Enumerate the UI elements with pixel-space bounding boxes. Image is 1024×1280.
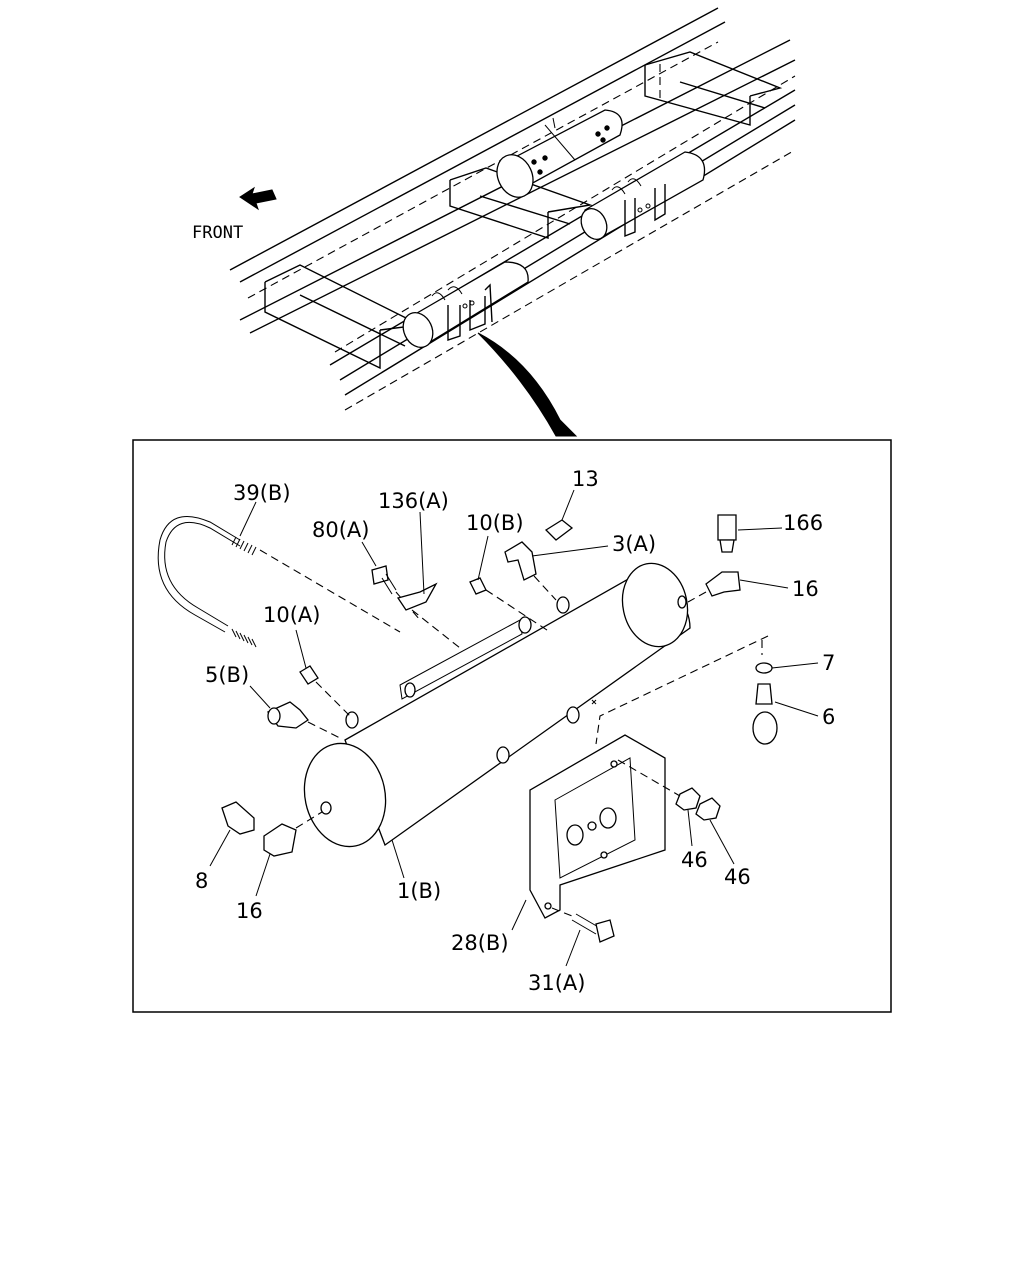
callout-6: 6 <box>822 705 835 729</box>
air-tank <box>303 562 691 848</box>
callout-8: 8 <box>195 869 208 893</box>
chassis-frame-overview <box>229 7 796 411</box>
detail-pointer <box>477 332 578 437</box>
callout-labels: 39(B) 136(A) 80(A) 10(B) 13 3(A) 166 16 … <box>195 467 835 995</box>
callout-10a: 10(A) <box>263 603 320 627</box>
callout-16-right: 16 <box>792 577 819 601</box>
fittings <box>221 514 778 943</box>
callout-3a: 3(A) <box>612 532 656 556</box>
callout-46-left: 46 <box>681 848 708 872</box>
air-hose <box>157 515 401 648</box>
callout-16-left: 16 <box>236 899 263 923</box>
callout-7: 7 <box>822 651 835 675</box>
callout-1b: 1(B) <box>397 879 441 903</box>
callout-80a: 80(A) <box>312 518 369 542</box>
front-label: FRONT <box>192 223 243 243</box>
callout-166: 166 <box>783 511 823 535</box>
mounting-bracket <box>529 734 666 919</box>
front-arrow-icon <box>239 186 277 211</box>
front-direction-indicator: FRONT <box>192 186 277 243</box>
callout-28b: 28(B) <box>451 931 509 955</box>
callout-136a: 136(A) <box>378 489 449 513</box>
callout-46-right: 46 <box>724 865 751 889</box>
callout-31a: 31(A) <box>528 971 585 995</box>
detail-frame <box>132 439 892 1013</box>
callout-13: 13 <box>572 467 599 491</box>
callout-5b: 5(B) <box>205 663 249 687</box>
callout-39b: 39(B) <box>233 481 291 505</box>
leader-lines <box>209 489 819 967</box>
callout-10b: 10(B) <box>466 511 524 535</box>
